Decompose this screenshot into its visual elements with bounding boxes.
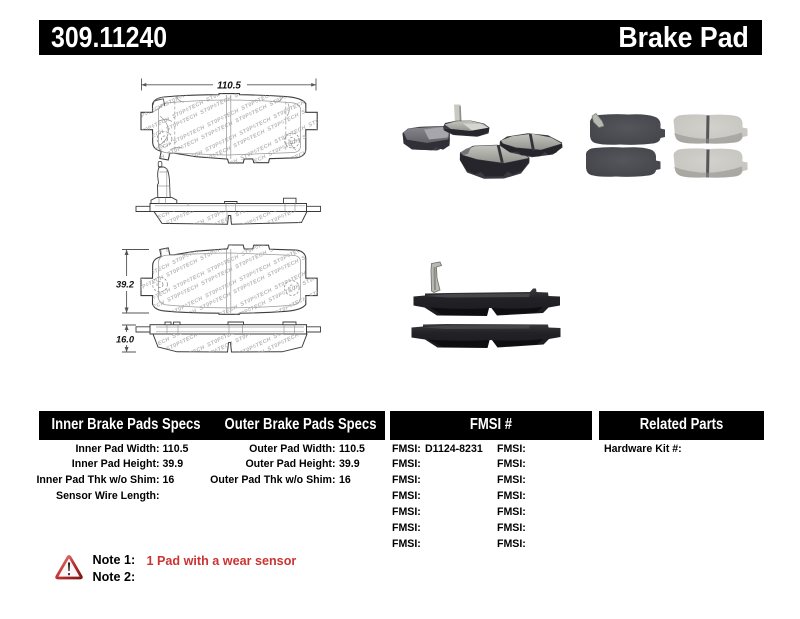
svg-text:110.5: 110.5 — [217, 81, 241, 92]
svg-text:16.0: 16.0 — [116, 334, 135, 344]
svg-text:39.2: 39.2 — [116, 279, 135, 289]
